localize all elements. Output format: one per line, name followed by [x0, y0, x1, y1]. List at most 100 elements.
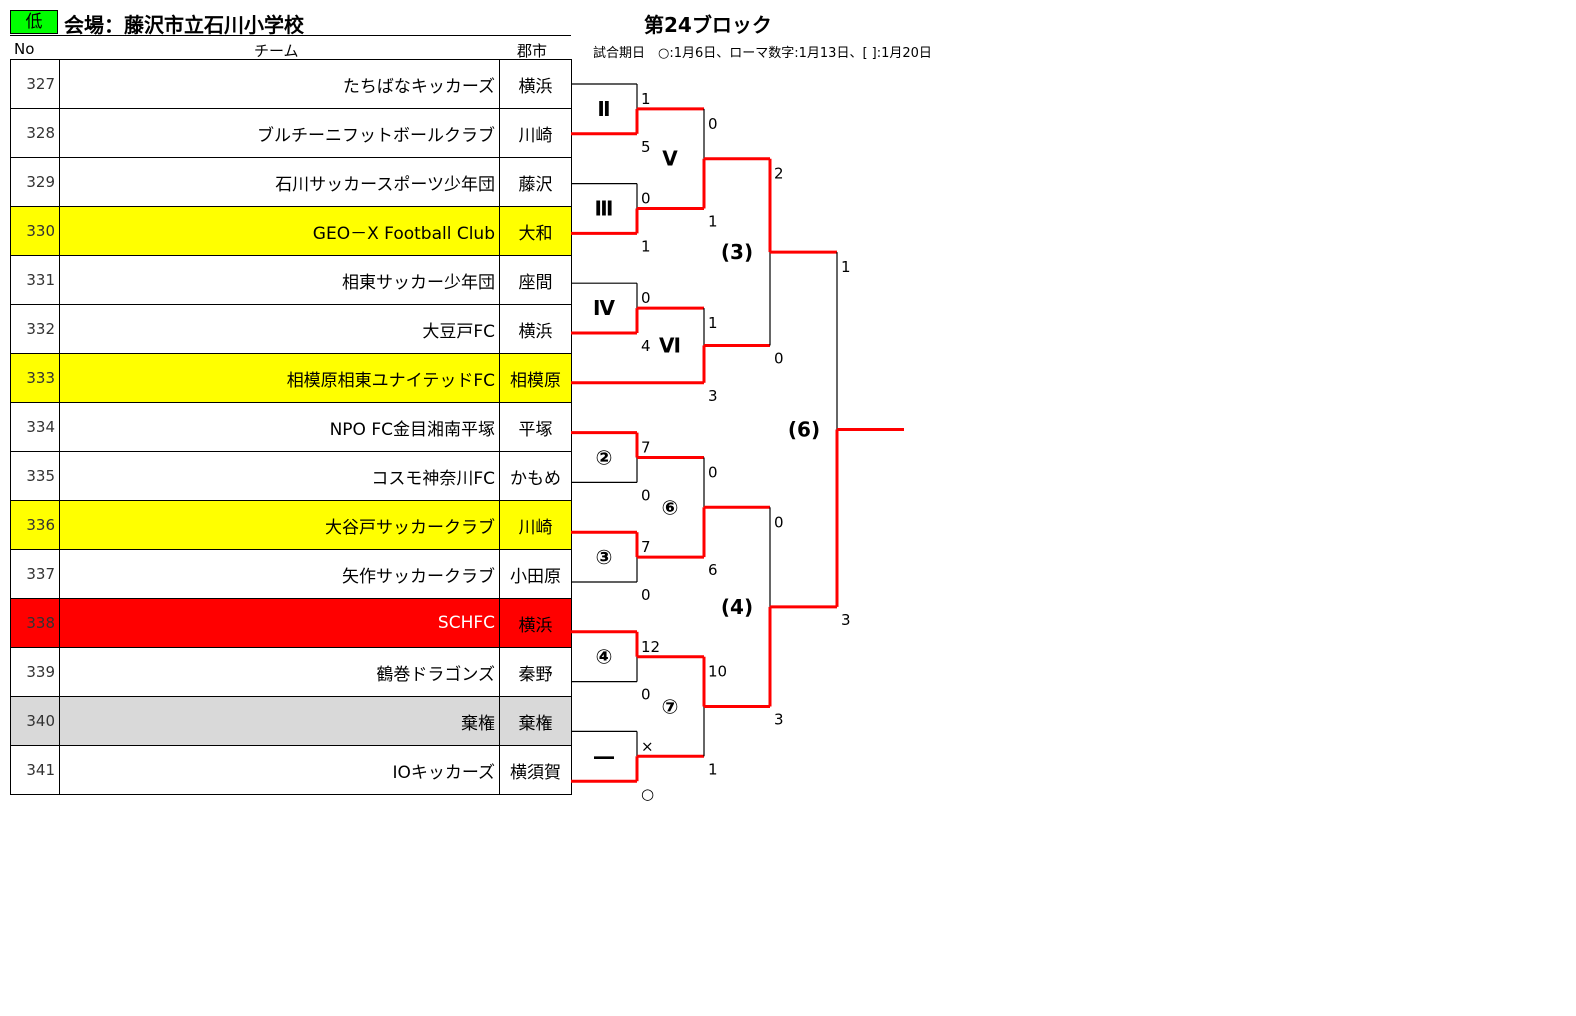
schedule-note: 試合期日 ○:1月6日、ローマ数字:1月13日、[ ]:1月20日 — [593, 46, 932, 61]
team-number: 335 — [10, 451, 60, 501]
team-name: NPO FC金目湘南平塚 — [59, 402, 500, 452]
team-name: 石川サッカースポーツ少年団 — [59, 157, 500, 207]
team-city: 相模原 — [499, 353, 572, 403]
team-city: 横浜 — [499, 598, 572, 648]
match-label: Ⅳ — [593, 296, 615, 320]
team-name: たちばなキッカーズ — [59, 59, 500, 109]
team-city: 平塚 — [499, 402, 572, 452]
score-top: × — [641, 737, 654, 755]
match-label: (6) — [788, 417, 820, 441]
team-name: SCHFC — [59, 598, 500, 648]
match-label: (3) — [721, 240, 753, 264]
col-header-team: チーム — [254, 42, 299, 60]
team-number: 332 — [10, 304, 60, 354]
match-label: Ⅴ — [662, 147, 678, 171]
team-number: 337 — [10, 549, 60, 599]
score-bottom: 3 — [708, 387, 718, 405]
score-top: 1 — [841, 258, 851, 276]
score-bottom: 3 — [774, 711, 784, 729]
score-bottom: ○ — [641, 785, 654, 803]
team-city: 横浜 — [499, 59, 572, 109]
level-badge: 低 — [10, 10, 58, 34]
score-bottom: 4 — [641, 337, 651, 355]
team-name: 鶴巻ドラゴンズ — [59, 647, 500, 697]
match-label: Ⅱ — [597, 97, 610, 121]
score-top: 1 — [641, 90, 651, 108]
score-bottom: 0 — [774, 349, 784, 367]
team-name: 相東サッカー少年団 — [59, 255, 500, 305]
score-top: 1 — [708, 314, 718, 332]
team-city: かもめ — [499, 451, 572, 501]
match-label: ⑥ — [662, 495, 679, 519]
score-bottom: 0 — [641, 686, 651, 704]
team-city: 川崎 — [499, 108, 572, 158]
score-bottom: 1 — [708, 213, 718, 231]
score-bottom: 6 — [708, 561, 718, 579]
team-number: 333 — [10, 353, 60, 403]
match-label: ③ — [596, 545, 613, 569]
team-city: 横須賀 — [499, 745, 572, 795]
match-label: ― — [594, 744, 614, 768]
score-bottom: 1 — [641, 237, 651, 255]
match-label: Ⅲ — [595, 197, 614, 221]
team-number: 339 — [10, 647, 60, 697]
score-bottom: 0 — [641, 586, 651, 604]
team-name: 棄権 — [59, 696, 500, 746]
team-number: 334 — [10, 402, 60, 452]
score-bottom: 5 — [641, 138, 651, 156]
team-city: 座間 — [499, 255, 572, 305]
team-name: 矢作サッカークラブ — [59, 549, 500, 599]
team-city: 小田原 — [499, 549, 572, 599]
score-top: 7 — [641, 538, 651, 556]
team-number: 340 — [10, 696, 60, 746]
match-label: ⑦ — [662, 695, 679, 719]
score-top: 10 — [708, 663, 727, 681]
col-header-no: No — [14, 40, 35, 58]
score-top: 0 — [641, 289, 651, 307]
team-city: 藤沢 — [499, 157, 572, 207]
team-name: 大豆戸FC — [59, 304, 500, 354]
score-bottom: 0 — [641, 486, 651, 504]
team-number: 329 — [10, 157, 60, 207]
team-city: 棄権 — [499, 696, 572, 746]
score-top: 0 — [774, 513, 784, 531]
col-header-city: 郡市 — [517, 42, 548, 60]
score-top: 0 — [708, 115, 718, 133]
match-label: ④ — [596, 645, 613, 669]
match-label: ② — [596, 446, 613, 470]
score-top: 0 — [708, 464, 718, 482]
score-top: 12 — [641, 638, 660, 656]
team-city: 川崎 — [499, 500, 572, 550]
venue-title: 会場：藤沢市立石川小学校 — [64, 13, 304, 37]
team-number: 336 — [10, 500, 60, 550]
title-underline — [10, 35, 571, 36]
match-label: Ⅵ — [659, 333, 681, 357]
team-name: ブルチーニフットボールクラブ — [59, 108, 500, 158]
block-title: 第24ブロック — [644, 13, 772, 37]
team-city: 秦野 — [499, 647, 572, 697]
team-city: 横浜 — [499, 304, 572, 354]
team-number: 327 — [10, 59, 60, 109]
team-name: 大谷戸サッカークラブ — [59, 500, 500, 550]
score-top: 0 — [641, 190, 651, 208]
score-bottom: 1 — [708, 760, 718, 778]
team-number: 341 — [10, 745, 60, 795]
score-top: 7 — [641, 439, 651, 457]
match-label: (4) — [721, 595, 753, 619]
score-bottom: 3 — [841, 611, 851, 629]
